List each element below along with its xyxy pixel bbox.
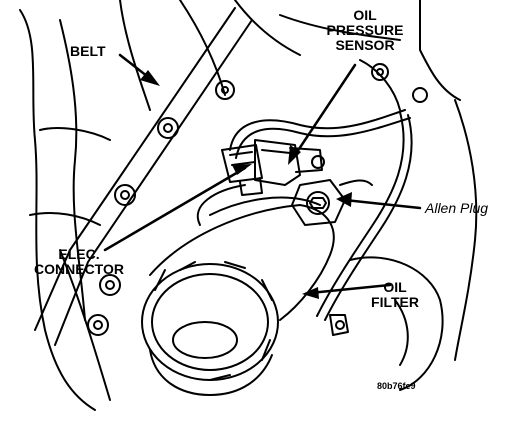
elec-connector-leader xyxy=(103,166,247,252)
elec-connector-label-line-2: CONNECTOR xyxy=(34,261,124,277)
oil-filter-arrowhead xyxy=(302,287,319,299)
oil-filter xyxy=(141,184,335,396)
oil-filter-label: OIL FILTER xyxy=(365,280,425,310)
belt-arrowhead xyxy=(140,70,160,86)
oil-pressure-sensor-label-line-1: OIL xyxy=(353,7,377,23)
oil-pressure-sensor-arrowhead xyxy=(288,145,301,165)
wiring-harness xyxy=(229,109,413,321)
bolt-heads xyxy=(87,63,428,336)
oil-pressure-sensor xyxy=(254,139,325,186)
engine-block xyxy=(19,0,478,411)
oil-pressure-sensor-label: OIL PRESSURE SENSOR xyxy=(315,8,415,53)
oil-pressure-sensor-label-line-3: SENSOR xyxy=(335,37,395,53)
oil-filter-label-line-2: FILTER xyxy=(371,294,419,310)
allen-plug-label: Allen Plug xyxy=(425,200,489,216)
allen-plug-arrowhead xyxy=(336,192,352,207)
oil-filter-label-line-1: OIL xyxy=(383,279,407,295)
elec-connector xyxy=(221,144,263,196)
filter-stud xyxy=(329,314,349,336)
oil-filter-leader xyxy=(308,283,392,295)
belt xyxy=(34,7,253,346)
oil-pressure-sensor-label-line-2: PRESSURE xyxy=(326,22,404,38)
figure-code: 80b76fe9 xyxy=(377,381,416,391)
belt-label: BELT xyxy=(70,43,106,59)
elec-connector-label-line-1: ELEC. xyxy=(58,246,100,262)
oil-pressure-sensor-leader xyxy=(293,63,357,157)
elec-connector-label: ELEC. CONNECTOR xyxy=(28,247,130,277)
elec-connector-arrowhead xyxy=(232,164,252,175)
allen-plug-leader xyxy=(343,198,422,210)
